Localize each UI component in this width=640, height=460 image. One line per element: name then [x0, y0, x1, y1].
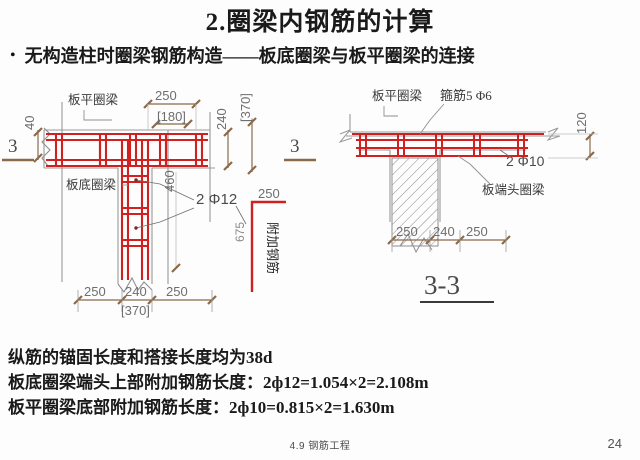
dim-right-370: [370]	[238, 93, 258, 176]
right-diagram: 板平圈梁 箍筋5 Φ6 2 Φ10 板端头圈梁	[338, 88, 598, 303]
notes-block: 纵筋的锚固长度和搭接长度均为38d 板底圈梁端头上部附加钢筋长度：2ф12=1.…	[8, 345, 638, 420]
right-dim-120: 120	[548, 112, 598, 162]
page-title: 2.圈梁内钢筋的计算	[205, 9, 435, 36]
dim-drop-675: 675	[233, 222, 247, 242]
left-rebar-hooks	[98, 140, 168, 168]
dim-top-180: [180]	[150, 109, 194, 130]
note-line-3: 板平圈梁底部附加钢筋长度：2ф10=0.815×2=1.630m	[8, 398, 395, 417]
right-label-top-beam: 板平圈梁	[372, 88, 423, 117]
bullet-row: • 无构造柱时圈梁钢筋构造——板底圈梁与板平圈梁的连接	[10, 43, 630, 69]
right-dim-height-label: 120	[574, 112, 589, 134]
section-mark-right-label: 3	[290, 136, 300, 157]
note-line-2: 板底圈梁端头上部附加钢筋长度：2ф12=1.054×2=2.108m	[8, 373, 429, 392]
footer: 4.9 钢筋工程	[0, 437, 640, 452]
dim-hook-250: 250	[258, 186, 280, 201]
dim-bottom-chain: 250 240 250 [370]	[72, 284, 218, 318]
dim-right-240: 240	[214, 108, 234, 172]
section-mark-left-label: 3	[8, 136, 18, 157]
dim-right-height-label: 240	[214, 108, 229, 130]
right-label-stirrup: 箍筋5 Φ6	[419, 88, 492, 135]
label-rebar-2phi12: 2 Φ12	[134, 178, 237, 230]
label-rebar-2phi12-text: 2 Φ12	[196, 191, 237, 208]
dim-bottom-left-label: 250	[84, 284, 106, 299]
added-rebar-shape	[250, 200, 286, 292]
dim-bottom-bracket-label: [370]	[121, 303, 150, 318]
right-dim-bottom-mid-label: 240	[433, 224, 455, 239]
right-label-rebar-text: 2 Φ10	[506, 153, 545, 169]
dim-drop-length-label: 675	[233, 222, 247, 242]
left-diagram: 3 3	[2, 88, 316, 318]
bullet-marker: •	[10, 47, 16, 64]
right-label-rebar: 2 Φ10	[499, 149, 545, 169]
label-bottom-beam: 板底圈梁	[66, 177, 128, 192]
dim-bottom-right-label: 250	[166, 284, 188, 299]
label-top-beam-text: 板平圈梁	[68, 92, 119, 107]
dim-right-bracket-label: [370]	[238, 93, 253, 122]
dim-bottom-mid-label: 240	[125, 284, 147, 299]
label-top-beam: 板平圈梁	[68, 92, 119, 121]
left-rebar-column	[120, 140, 150, 280]
left-concrete-outline	[43, 102, 215, 284]
section-mark-right: 3	[284, 136, 316, 162]
drawing-canvas: 3 3	[0, 72, 640, 332]
dim-left-40: 40	[22, 116, 44, 164]
label-bottom-beam-text: 板底圈梁	[66, 177, 117, 192]
label-added-rebar-text: 附加钢筋	[265, 222, 280, 274]
dim-mid-460: 460	[162, 170, 182, 274]
section-mark-left: 3	[2, 136, 34, 162]
right-label-stirrup-text: 箍筋5 Φ6	[440, 88, 492, 103]
footer-text: 4.9 钢筋工程	[289, 441, 351, 452]
right-label-top-beam-text: 板平圈梁	[372, 88, 423, 103]
dim-hook-length-label: 250	[258, 186, 280, 201]
dim-top-inner-label: [180]	[157, 109, 186, 124]
right-dim-bottom-chain: 250 240 250	[386, 224, 512, 252]
right-dim-bottom-right-label: 250	[466, 224, 488, 239]
right-label-end-beam: 板端头圈梁	[457, 155, 545, 197]
right-rebar-cage	[352, 133, 544, 157]
label-added-rebar: 附加钢筋	[265, 222, 280, 274]
note-line-1: 纵筋的锚固长度和搭接长度均为38d	[8, 348, 273, 367]
dim-left-thickness-label: 40	[22, 116, 37, 130]
right-section-title: 3-3	[420, 270, 494, 303]
bullet-text: 无构造柱时圈梁钢筋构造——板底圈梁与板平圈梁的连接	[24, 46, 475, 66]
dim-top-outer-label: 250	[155, 88, 177, 103]
right-section-title-text: 3-3	[424, 270, 460, 300]
right-dim-bottom-left-label: 250	[396, 224, 418, 239]
right-label-end-beam-text: 板端头圈梁	[482, 182, 545, 197]
page-number: 24	[607, 436, 622, 451]
dim-top-250: 250	[142, 88, 202, 110]
